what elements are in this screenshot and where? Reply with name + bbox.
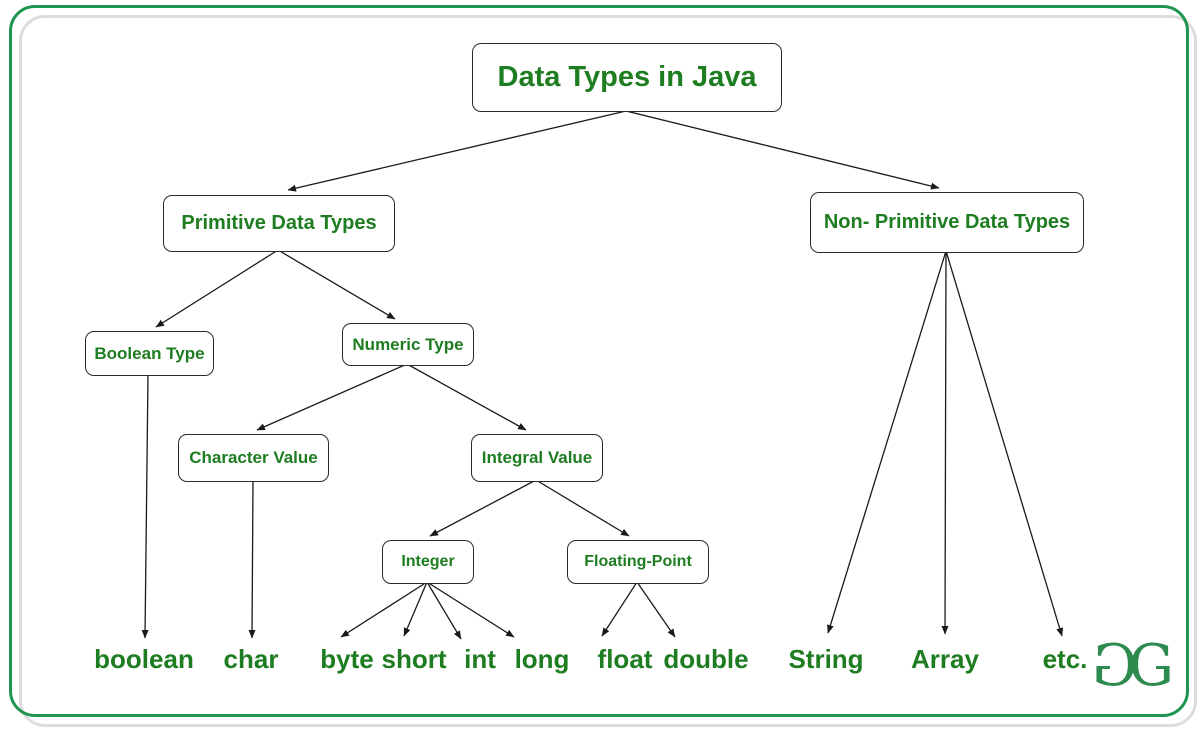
edge-booleantype-boolean bbox=[141, 373, 149, 639]
node-character-value: Character Value bbox=[178, 434, 329, 482]
edge-integer-int bbox=[426, 581, 462, 640]
edge-nonprimitive-etc bbox=[945, 250, 1064, 637]
node-primitive-data-types: Primitive Data Types bbox=[163, 195, 395, 252]
node-integral-value: Integral Value bbox=[471, 434, 603, 482]
logo-g-glyph: G bbox=[1128, 633, 1175, 699]
edge-floatingpoint-double bbox=[636, 581, 676, 638]
edge-root-nonprimitive bbox=[625, 110, 940, 190]
edge-integer-long bbox=[426, 581, 515, 638]
leaf-long: long bbox=[514, 644, 570, 674]
node-floating-point: Floating-Point bbox=[567, 540, 709, 584]
edge-primitive-booleantype bbox=[155, 249, 279, 328]
edge-charactervalue-char bbox=[248, 479, 256, 639]
leaf-boolean: boolean bbox=[94, 644, 194, 674]
geeksforgeeks-logo: GG bbox=[1092, 633, 1175, 699]
leaf-short: short bbox=[381, 644, 447, 674]
leaf-byte: byte bbox=[320, 644, 374, 674]
edge-primitive-numerictype bbox=[277, 249, 396, 320]
edge-integer-byte bbox=[340, 581, 428, 638]
logo-g-mirrored-glyph: G bbox=[1092, 633, 1138, 699]
leaf-float: float bbox=[597, 644, 653, 674]
edge-integer-short bbox=[403, 581, 428, 637]
node-boolean-type: Boolean Type bbox=[85, 331, 214, 376]
edge-nonprimitive-string bbox=[827, 250, 947, 634]
leaf-int: int bbox=[464, 644, 496, 674]
edge-numerictype-integralvalue bbox=[406, 363, 527, 431]
leaf-double: double bbox=[663, 644, 749, 674]
leaf-array: Array bbox=[911, 644, 979, 674]
edge-floatingpoint-float bbox=[601, 581, 638, 637]
edge-integralvalue-integer bbox=[429, 479, 537, 537]
leaf-etc: etc. bbox=[1042, 644, 1088, 674]
node-integer: Integer bbox=[382, 540, 474, 584]
edge-integralvalue-floatingpoint bbox=[535, 479, 630, 537]
edge-nonprimitive-array bbox=[941, 250, 949, 635]
node-non-primitive-data-types: Non- Primitive Data Types bbox=[810, 192, 1084, 253]
edge-root-primitive bbox=[287, 110, 627, 192]
node-data-types-in-java: Data Types in Java bbox=[472, 43, 782, 112]
node-numeric-type: Numeric Type bbox=[342, 323, 474, 366]
leaf-char: char bbox=[223, 644, 279, 674]
leaf-string: String bbox=[788, 644, 864, 674]
edge-numerictype-charactervalue bbox=[256, 363, 408, 431]
